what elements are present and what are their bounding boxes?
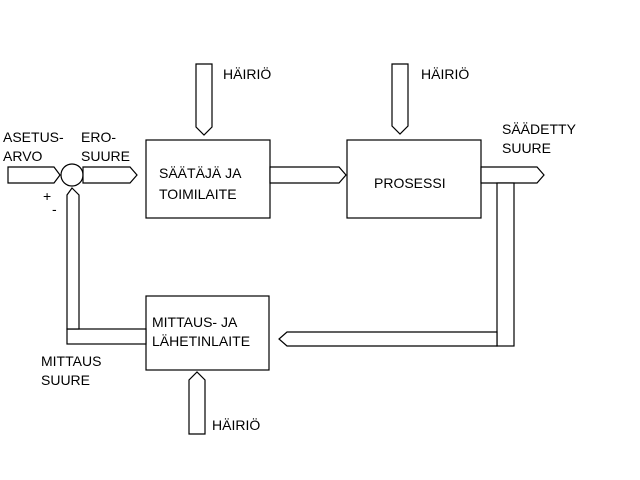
output-label-line2: SUURE <box>502 140 551 156</box>
controller-label-line2: TOIMILAITE <box>159 186 237 202</box>
setpoint-label-line1: ASETUS- <box>3 129 64 145</box>
process-block <box>346 139 482 219</box>
feedback-vertical-right <box>496 182 515 347</box>
control-signal-arrow <box>269 166 347 184</box>
measured-signal-arrow <box>66 187 80 330</box>
setpoint-label-line2: ARVO <box>3 148 43 164</box>
error-signal-arrow <box>82 166 138 184</box>
summing-junction <box>60 163 84 187</box>
controller-disturbance-label: HÄIRIÖ <box>223 65 271 82</box>
plus-sign: + <box>43 188 51 204</box>
output-label-line1: SÄÄDETTY <box>502 121 577 137</box>
measured-label-line2: SUURE <box>41 372 90 388</box>
measurement-disturbance-arrow <box>188 371 206 435</box>
measurement-block <box>145 295 270 371</box>
process-disturbance-label: HÄIRIÖ <box>421 65 469 82</box>
error-label-line1: ERO- <box>81 129 116 145</box>
process-label: PROSESSI <box>374 175 446 191</box>
minus-sign: - <box>52 201 57 217</box>
measurement-label-line2: LÄHETINLAITE <box>152 333 250 349</box>
controller-label-line1: SÄÄTÄJÄ JA <box>159 165 242 181</box>
measured-signal-horizontal <box>66 328 147 345</box>
measurement-label-line1: MITTAUS- JA <box>152 314 238 330</box>
process-disturbance-arrow <box>391 63 409 135</box>
controller-block <box>145 139 271 219</box>
feedback-horizontal-arrow <box>278 331 498 347</box>
controller-disturbance-arrow <box>195 63 213 136</box>
output-arrow <box>480 166 545 184</box>
measurement-disturbance-label: HÄIRIÖ <box>212 416 260 433</box>
error-label-line2: SUURE <box>81 148 130 164</box>
measured-label-line1: MITTAUS <box>41 353 101 369</box>
setpoint-arrow <box>7 166 61 184</box>
